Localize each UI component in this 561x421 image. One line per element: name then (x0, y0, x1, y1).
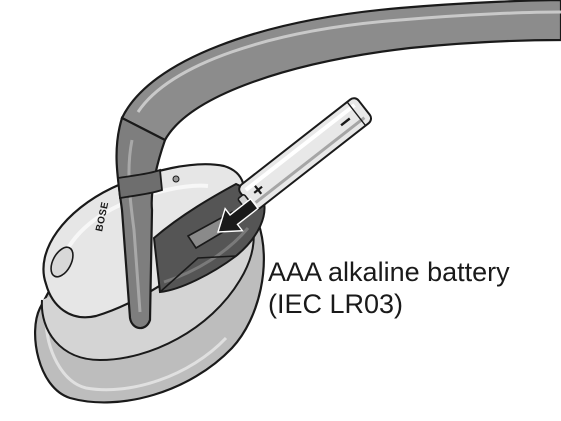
battery-label-line1: AAA alkaline battery (268, 257, 510, 287)
indicator-dot (172, 175, 180, 183)
insert-arrow-icon (217, 197, 259, 233)
headband (120, 0, 561, 142)
battery-label-line2: (IEC LR03) (268, 289, 404, 319)
control-oval (50, 246, 74, 278)
headband-arm (115, 116, 167, 330)
battery-callout: AAA alkaline battery (IEC LR03) (268, 256, 554, 320)
aaa-battery: + − (237, 97, 373, 211)
